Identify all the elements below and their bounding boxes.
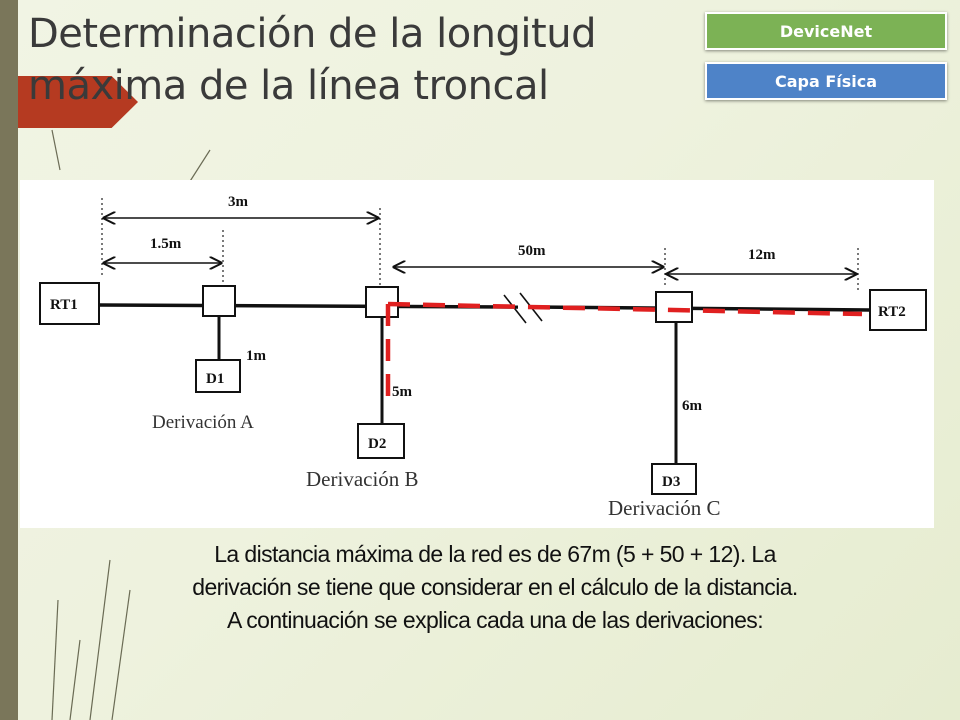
label-6m: 6m [682, 398, 703, 414]
label-rt2: RT2 [878, 304, 906, 320]
trunk-line-left [98, 303, 519, 309]
title-line-1: Determinación de la longitud [28, 11, 596, 57]
slide-title: Determinación de la longitud máxima de l… [28, 8, 668, 112]
label-5m: 5m [392, 384, 413, 400]
max-distance-trunk-highlight [387, 301, 863, 317]
device-d2-box [357, 423, 405, 459]
devicenet-tag-label: DeviceNet [779, 21, 873, 41]
tap-c [655, 291, 693, 323]
device-d1-box [195, 359, 241, 393]
label-d2: D2 [368, 436, 386, 452]
label-50m: 50m [518, 243, 546, 259]
trunk-line-right [531, 305, 871, 312]
reference-lines [101, 198, 859, 290]
caption-line-3: A continuación se explica cada una de la… [227, 607, 764, 633]
device-d3-box [651, 463, 697, 495]
network-diagram-svg: 3m 1.5m 50m 12m 1m 5m 6m RT1 RT2 D1 D2 D… [39, 194, 927, 520]
label-1-5m: 1.5m [150, 236, 182, 252]
devicenet-tag[interactable]: DeviceNet [705, 12, 947, 50]
label-3m: 3m [228, 194, 249, 210]
title-line-2: máxima de la línea troncal [28, 63, 549, 109]
caption-line-2: derivación se tiene que considerar en el… [192, 574, 798, 600]
label-derivacion-b: Derivación B [306, 467, 419, 491]
label-derivacion-a: Derivación A [152, 412, 254, 433]
title-accent-arrow [18, 76, 138, 128]
capa-fisica-tag[interactable]: Capa Física [705, 62, 947, 100]
tap-a [202, 285, 236, 317]
capa-fisica-tag-label: Capa Física [774, 71, 878, 91]
caption-text: La distancia máxima de la red es de 67m … [70, 538, 920, 637]
label-rt1: RT1 [50, 297, 78, 313]
left-accent-bar [0, 0, 18, 720]
label-d1: D1 [206, 371, 224, 387]
label-derivacion-c: Derivación C [608, 496, 721, 520]
label-d3: D3 [662, 474, 680, 490]
network-diagram: 3m 1.5m 50m 12m 1m 5m 6m RT1 RT2 D1 D2 D… [20, 180, 934, 528]
label-12m: 12m [748, 247, 776, 263]
label-1m: 1m [246, 348, 267, 364]
rt2-box [869, 289, 927, 331]
caption-line-1: La distancia máxima de la red es de 67m … [214, 541, 776, 567]
rt1-box [39, 282, 100, 325]
